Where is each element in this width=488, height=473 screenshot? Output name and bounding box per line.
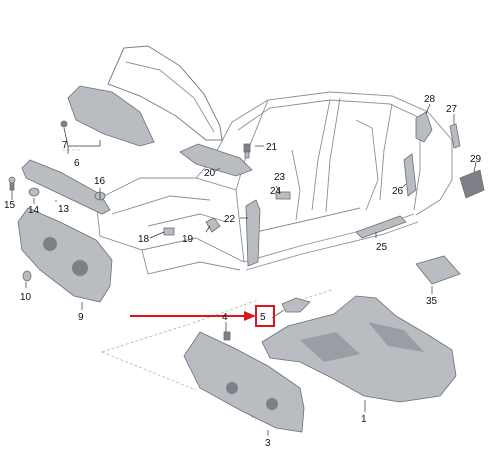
clip-part-21[interactable] (243, 143, 251, 159)
callout-35[interactable]: 35 (426, 296, 438, 307)
carpet-footwell (368, 322, 424, 352)
bulkhead-opening (266, 398, 278, 410)
bulkhead-opening (226, 382, 238, 394)
carpet-footwell (300, 332, 360, 362)
cowl-strip-part-13[interactable] (21, 159, 111, 215)
pad-part-26[interactable] (403, 153, 417, 197)
pad-part-23[interactable] (275, 191, 291, 200)
callout-24[interactable]: 24 (270, 186, 282, 197)
strip-part-27[interactable] (449, 123, 461, 149)
callout-25[interactable]: 25 (376, 242, 388, 253)
pillar-foam-part-22[interactable] (245, 199, 261, 267)
callout-1[interactable]: 1 (361, 414, 367, 425)
bulkhead-insulation-part-9[interactable] (17, 207, 113, 303)
bracket-part-28[interactable] (415, 111, 433, 143)
callout-numbers: 1 3 4 5 6 7 9 10 13 14 15 16 18 19 20 21… (4, 94, 482, 449)
callout-15[interactable]: 15 (4, 200, 16, 211)
mat-part-29[interactable] (459, 169, 485, 199)
callout-20[interactable]: 20 (204, 168, 216, 179)
leader-lines (11, 103, 477, 436)
callout-6[interactable]: 6 (74, 158, 80, 169)
callout-9[interactable]: 9 (78, 312, 84, 323)
callout-18[interactable]: 18 (138, 234, 150, 245)
callout-16[interactable]: 16 (94, 176, 106, 187)
callout-26[interactable]: 26 (392, 186, 404, 197)
callout-10[interactable]: 10 (20, 292, 32, 303)
callout-28[interactable]: 28 (424, 94, 436, 105)
callout-4[interactable]: 4 (222, 312, 228, 323)
clip-part-15[interactable] (8, 176, 16, 191)
callout-21[interactable]: 21 (266, 142, 278, 153)
callout-3[interactable]: 3 (265, 438, 271, 449)
plug-part-10[interactable] (22, 270, 32, 282)
callout-22[interactable]: 22 (224, 214, 236, 225)
pad-part-18[interactable] (163, 227, 175, 236)
callout-29[interactable]: 29 (470, 154, 482, 165)
callout-27[interactable]: 27 (446, 104, 458, 115)
grommet-part-14[interactable] (28, 187, 40, 197)
callout-13[interactable]: 13 (58, 204, 70, 215)
highlight-arrow (130, 311, 256, 321)
cowl-pad-part-20[interactable] (179, 143, 253, 177)
highlight-box[interactable] (255, 305, 275, 327)
callout-19[interactable]: 19 (182, 234, 194, 245)
bulkhead-opening (72, 260, 88, 276)
hood-insulation-part-6[interactable] (67, 85, 155, 147)
bulkhead-opening (43, 237, 57, 251)
hood (107, 45, 223, 141)
sill-trim-part-25[interactable] (355, 215, 407, 239)
callout-14[interactable]: 14 (28, 205, 40, 216)
callout-5[interactable]: 5 (260, 312, 266, 323)
callout-23[interactable]: 23 (274, 172, 286, 183)
floor-carpet-part-1[interactable] (261, 295, 457, 403)
clip-part-7[interactable] (60, 120, 68, 128)
car-body-outline (95, 91, 453, 275)
callout-7[interactable]: 7 (62, 140, 68, 151)
pad-part-19[interactable] (205, 217, 221, 233)
pad-part-35[interactable] (415, 255, 461, 285)
clip-part-4[interactable] (223, 331, 231, 341)
pad-part-5[interactable] (281, 297, 311, 313)
